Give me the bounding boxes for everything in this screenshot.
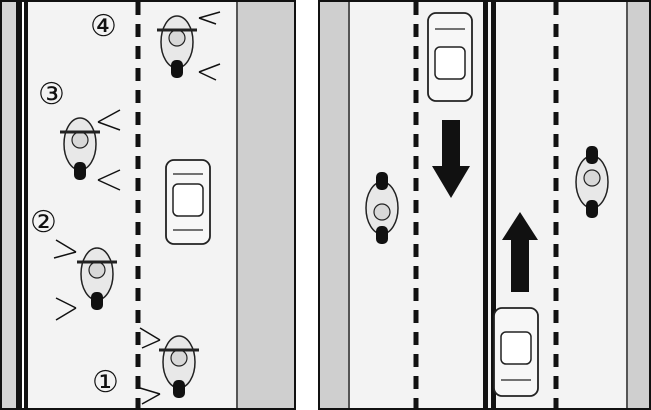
left-edge-line-inner <box>24 2 28 410</box>
position-label-2: ② <box>30 205 57 240</box>
right-shoulder <box>628 2 651 410</box>
left-shoulder <box>320 2 348 410</box>
left-road-diagram: ④ ③ ② ① <box>2 2 296 410</box>
right-shoulder <box>238 2 296 410</box>
right-edge-line <box>236 2 238 410</box>
car-following <box>494 308 538 396</box>
right-edge-line <box>626 2 628 410</box>
position-label-1: ① <box>92 365 119 400</box>
car-oncoming <box>428 13 472 101</box>
car-ahead <box>166 160 210 244</box>
position-label-3: ③ <box>38 77 65 112</box>
right-road-diagram <box>320 2 651 410</box>
left-edge-line-outer <box>16 2 22 410</box>
left-shoulder <box>2 2 16 410</box>
left-panel-lane-positions: ④ ③ ② ① <box>0 0 296 410</box>
right-panel-two-way-road <box>318 0 651 410</box>
position-label-4: ④ <box>90 9 117 44</box>
left-edge-line <box>348 2 350 410</box>
